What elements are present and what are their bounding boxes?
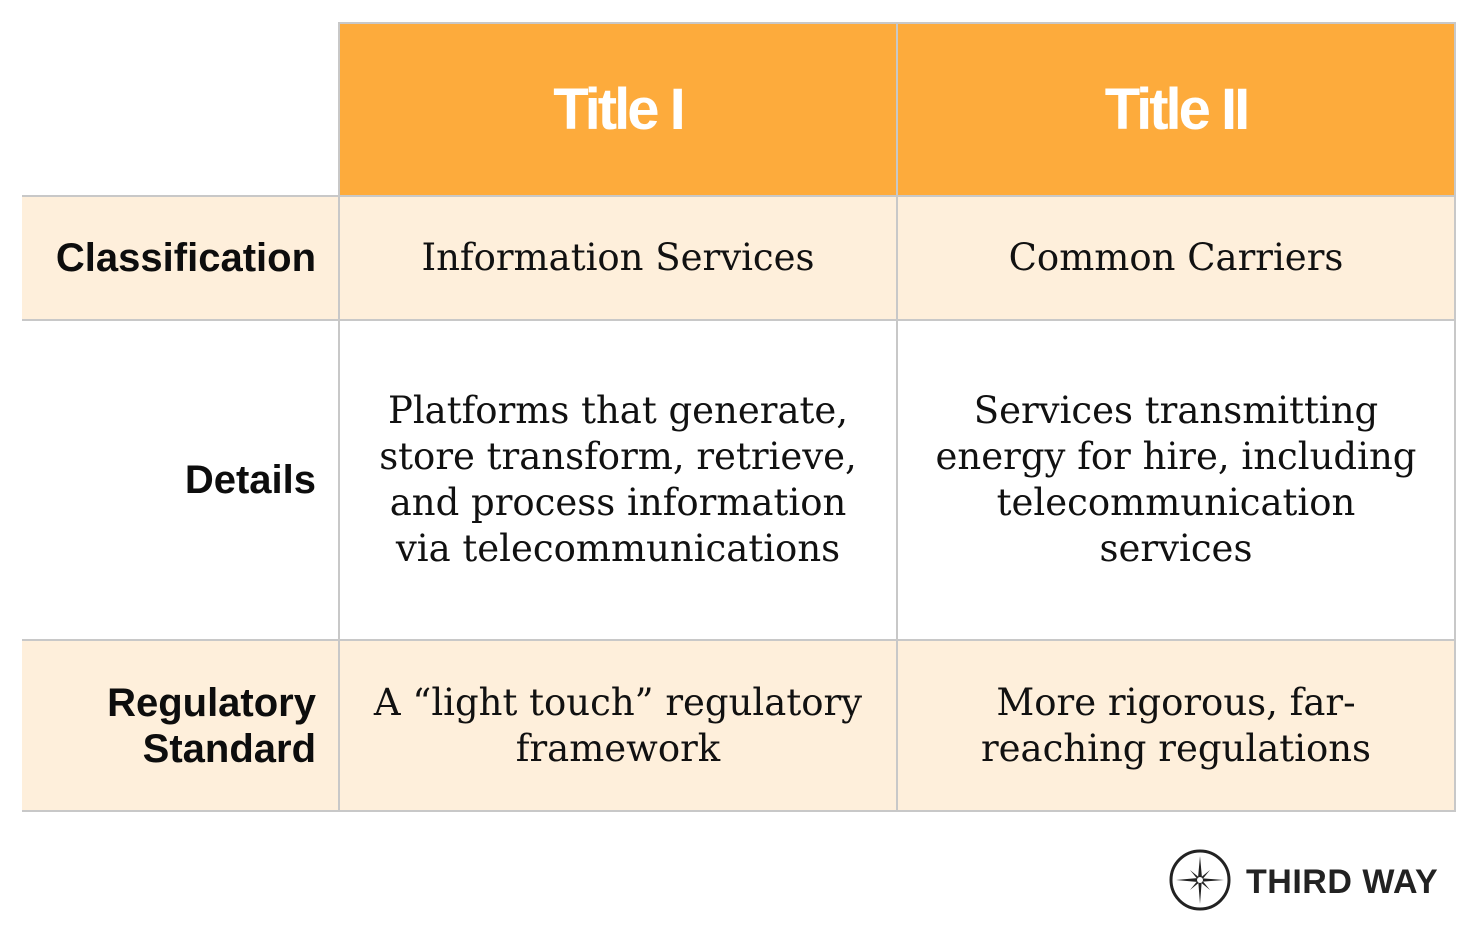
row-label-regulatory-standard: Regulatory Standard	[22, 641, 340, 812]
comparison-table: Title I Title II Classification Informat…	[22, 22, 1456, 812]
cell-details-title-i: Platforms that generate, store transform…	[340, 321, 898, 641]
cell-classification-title-i: Information Services	[340, 197, 898, 321]
cell-details-title-ii: Services transmitting energy for hire, i…	[898, 321, 1456, 641]
cell-classification-title-ii: Common Carriers	[898, 197, 1456, 321]
third-way-logo: THIRD WAY	[1168, 848, 1438, 917]
column-header-title-ii: Title II	[898, 22, 1456, 197]
row-label-classification: Classification	[22, 197, 340, 321]
column-header-title-i: Title I	[340, 22, 898, 197]
corner-cell	[22, 22, 340, 197]
cell-regulatory-title-i: A “light touch” regulatory framework	[340, 641, 898, 812]
logo-text: THIRD WAY	[1246, 863, 1439, 901]
compass-star-icon	[1168, 848, 1232, 917]
row-label-details: Details	[22, 321, 340, 641]
cell-regulatory-title-ii: More rigorous, far-reaching regulations	[898, 641, 1456, 812]
